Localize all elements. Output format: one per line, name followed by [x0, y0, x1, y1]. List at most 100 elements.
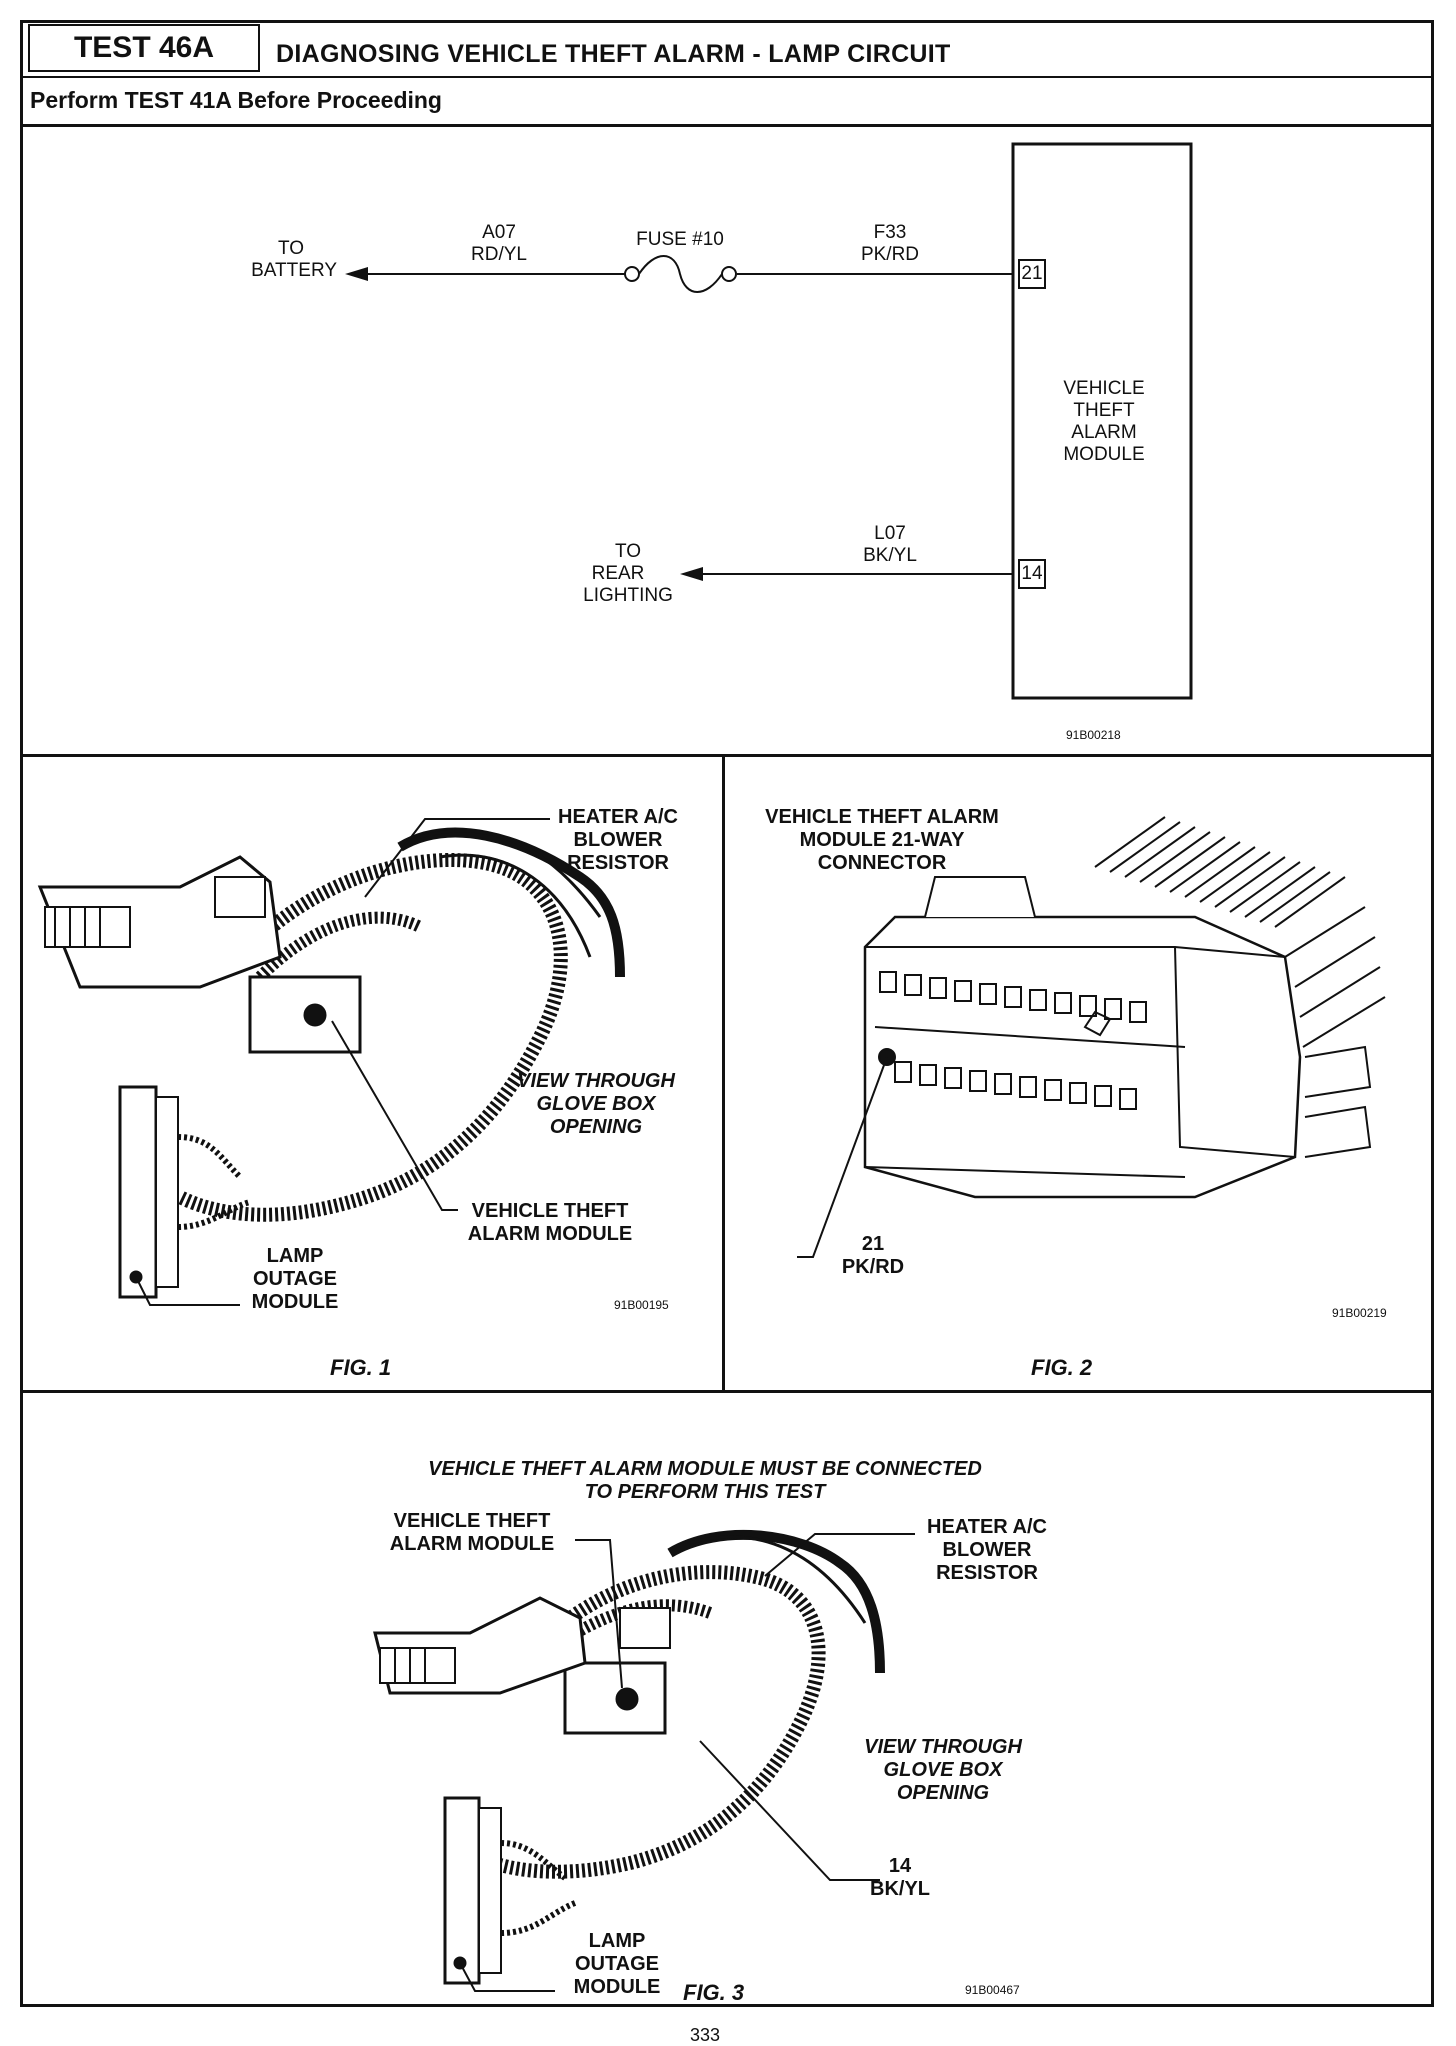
to-rear-label: TO REAR LIGHTING [578, 541, 678, 607]
fuse-terminal-right [721, 266, 737, 282]
fuse-element [638, 255, 723, 293]
fig3-note-line1: VEHICLE THEFT ALARM MODULE MUST BE CONNE… [428, 1458, 982, 1480]
fig3-heater-line3: RESISTOR [936, 1562, 1038, 1584]
wire-a07-label: A07 RD/YL [454, 222, 544, 266]
fig1-heater-label: HEATER A/C BLOWER RESISTOR [543, 806, 693, 875]
fig3-leader-vtam [575, 1539, 623, 1689]
fig2-connector-line3: CONNECTOR [817, 852, 947, 874]
fig3-illustration [373, 1529, 915, 1992]
fig1-lamp-module [118, 1085, 158, 1299]
fig3-heater-line1: HEATER A/C [927, 1516, 1047, 1538]
module-line3: ALARM [1071, 422, 1137, 443]
fig3-harness [373, 1529, 885, 1985]
subheader-divider [20, 124, 1434, 127]
wire-a07-color: RD/YL [471, 244, 527, 265]
fig3-blower-resistor [619, 1607, 671, 1649]
header-row [20, 20, 1434, 78]
fig3-note: VEHICLE THEFT ALARM MODULE MUST BE CONNE… [310, 1458, 1100, 1504]
fig3-lamp-line2: OUTAGE [574, 1953, 660, 1975]
to-rear-line1: TO [614, 541, 642, 562]
fig1-heater-line1: HEATER A/C [558, 806, 678, 828]
wire-f33-label: F33 PK/RD [840, 222, 940, 266]
fig1-lamp-line3: MODULE [251, 1291, 339, 1313]
fig1-module-connector [303, 1003, 327, 1027]
fig3-number: 91B00467 [965, 1983, 1020, 1997]
fig3-divider [20, 1390, 1434, 1393]
fig2-illustration [797, 816, 1386, 1258]
fig1-vtam-label: VEHICLE THEFT ALARM MODULE [450, 1200, 650, 1246]
wire-l07-label: L07 BK/YL [840, 523, 940, 567]
test-id-box: TEST 46A [28, 24, 260, 72]
wiring-schematic [345, 142, 1193, 700]
rear-lighting-arrow [680, 567, 703, 581]
fig2-caption: FIG. 2 [1031, 1355, 1093, 1380]
fig1-number: 91B00195 [614, 1298, 669, 1312]
fig2-connector-body [863, 915, 1302, 1199]
test-id: TEST 46A [73, 31, 215, 64]
fuse-terminal-left [624, 266, 640, 282]
fuse-label: FUSE #10 [636, 229, 724, 250]
pin-21-box [1018, 259, 1046, 289]
schematic-fig-number: 91B00218 [1066, 728, 1121, 742]
fig3-note-line2: TO PERFORM THIS TEST [584, 1481, 826, 1503]
fig3-leader-heater [764, 1533, 915, 1577]
page-number: 333 [690, 2025, 721, 2045]
fig3-view-line2: GLOVE BOX [883, 1759, 1003, 1781]
pin-14-box [1018, 559, 1046, 589]
fig3-lamp-line1: LAMP [588, 1930, 646, 1952]
fig3-lamp-label: LAMP OUTAGE MODULE [567, 1930, 667, 1999]
prerequisite-text: Perform TEST 41A Before Proceeding [30, 87, 442, 113]
fig2-connector-line1: VEHICLE THEFT ALARM [765, 806, 999, 828]
to-rear-line2: REAR [591, 563, 645, 584]
fig3-harness-loop [466, 1565, 826, 1879]
fig2-cavities-top [879, 971, 1147, 1023]
to-rear-line3: LIGHTING [583, 585, 673, 606]
wire-l07-code: L07 [874, 523, 906, 544]
to-battery-line1: TO [277, 238, 305, 259]
fig3-vtam-line2: ALARM MODULE [389, 1533, 555, 1555]
to-battery-label: TO BATTERY [245, 238, 337, 282]
fig1-blower-resistor [214, 876, 266, 918]
fig1-leader-lamp [135, 1276, 240, 1306]
fig2-pin-number: 21 [861, 1233, 885, 1255]
fig3-leader-pin [699, 1740, 880, 1881]
fig3-pin-number: 14 [888, 1855, 912, 1877]
wire-f33-color: PK/RD [860, 244, 920, 265]
fig1-caption: FIG. 1 [330, 1355, 392, 1380]
fig1-vtam-line1: VEHICLE THEFT [471, 1200, 629, 1222]
fig1-lamp-line1: LAMP [266, 1245, 324, 1267]
fig2-connector-label: VEHICLE THEFT ALARM MODULE 21-WAY CONNEC… [752, 806, 1012, 875]
fig2-pin-color: PK/RD [841, 1256, 905, 1278]
battery-arrow [345, 267, 368, 281]
fig2-number: 91B00219 [1332, 1306, 1387, 1320]
fig1-leader-heater [364, 818, 550, 898]
fig3-lamp-module [443, 1796, 481, 1985]
fig2-leader-pin [797, 1056, 888, 1258]
fig3-leader-lamp [459, 1962, 555, 1992]
module-box [1011, 142, 1193, 700]
fig3-pin-color: BK/YL [870, 1878, 930, 1900]
fig1-lamp-line2: OUTAGE [252, 1268, 338, 1290]
fig1-illustration [37, 818, 625, 1306]
fig1-leaders [135, 818, 550, 1306]
fig3-view-line3: OPENING [896, 1782, 990, 1804]
fig3-vtam-line1: VEHICLE THEFT [393, 1510, 551, 1532]
fig3-heater-line2: BLOWER [942, 1539, 1032, 1561]
fig3-vtam-label: VEHICLE THEFT ALARM MODULE [372, 1510, 572, 1556]
wire-a07-code: A07 [482, 222, 516, 243]
fig3-module-connector [615, 1687, 639, 1711]
fig3-heater-label: HEATER A/C BLOWER RESISTOR [912, 1516, 1062, 1585]
pin-21-label: 21 [1021, 263, 1043, 284]
fig1-view-line1: VIEW THROUGH [517, 1070, 675, 1092]
fig2-connector-line2: MODULE 21-WAY [799, 829, 965, 851]
fig1-lamp-label: LAMP OUTAGE MODULE [245, 1245, 345, 1314]
fig3-view-label: VIEW THROUGH GLOVE BOX OPENING [843, 1736, 1043, 1805]
fig2-connector [797, 816, 1386, 1258]
module-line2: THEFT [1073, 400, 1135, 421]
fig-divider [722, 754, 725, 1392]
fig3-module-body [563, 1661, 667, 1735]
fig2-pin-label: 21 PK/RD [828, 1233, 918, 1279]
fig1-view-label: VIEW THROUGH GLOVE BOX OPENING [496, 1070, 696, 1139]
fig3-leaders [459, 1533, 915, 1992]
page-frame [20, 20, 1434, 2007]
